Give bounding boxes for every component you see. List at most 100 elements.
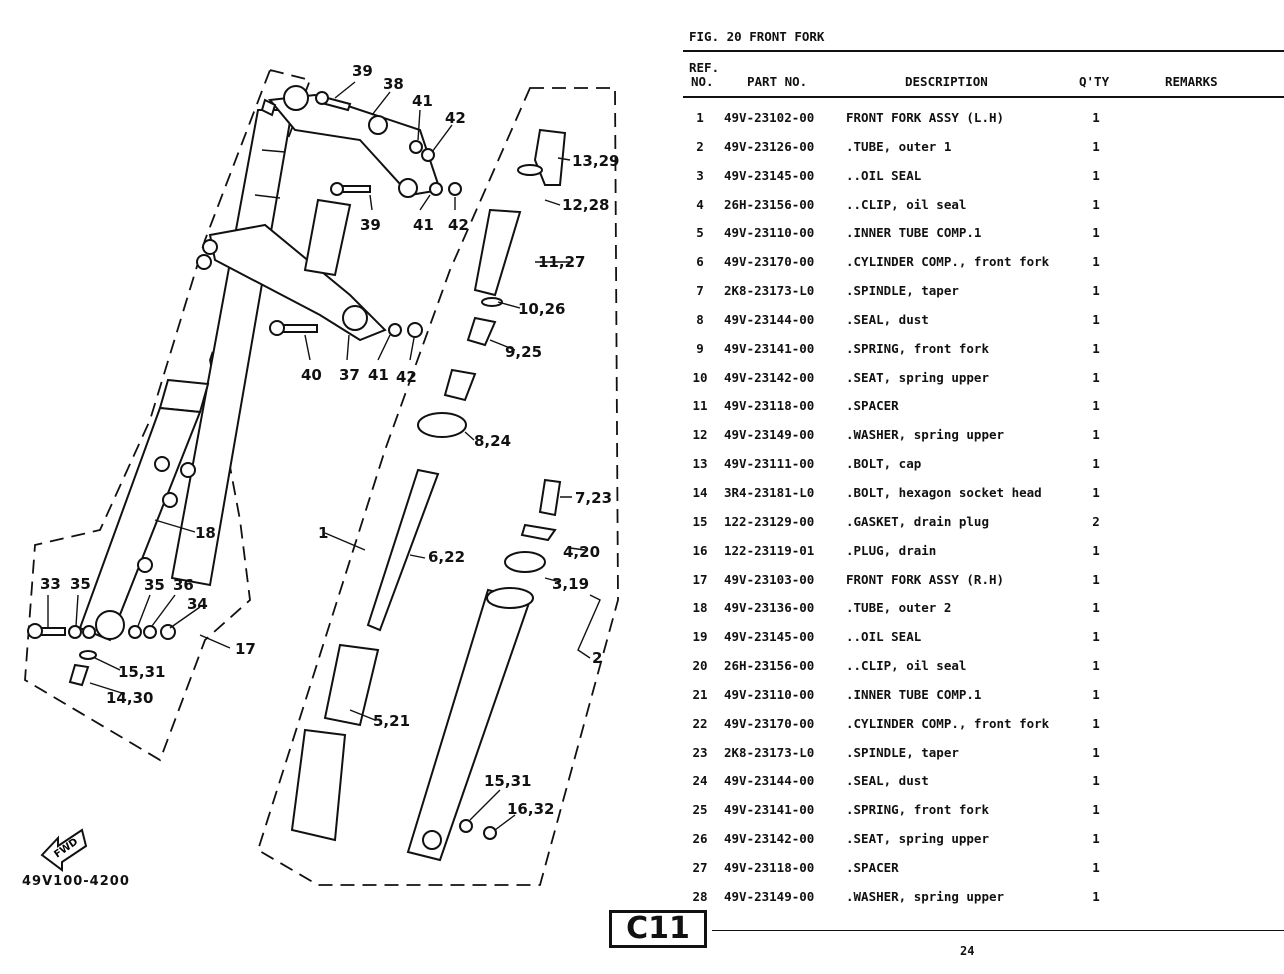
- header-top-rule: [683, 50, 1284, 52]
- callout-33: 33: [40, 575, 61, 593]
- callout-2: 2: [592, 649, 602, 667]
- part-quantity: 1: [1092, 369, 1100, 385]
- part-description: .WASHER, spring upper: [846, 888, 1005, 904]
- part-number: 49V-23142-00: [724, 831, 815, 847]
- part-quantity: 1: [1092, 167, 1100, 183]
- callout-15-31: 15,31: [484, 772, 531, 790]
- part-number: 49V-23144-00: [724, 773, 815, 789]
- part-quantity: 1: [1092, 456, 1100, 472]
- part-number: 122-23119-01: [724, 542, 815, 558]
- ref-number: 18: [692, 600, 708, 616]
- ref-number: 16: [692, 542, 708, 558]
- part-quantity: 1: [1092, 398, 1100, 414]
- part-quantity: 1: [1092, 427, 1100, 443]
- part-description: ..CLIP, oil seal: [846, 658, 967, 674]
- part-quantity: 1: [1092, 859, 1100, 875]
- ref-number: 17: [692, 571, 708, 587]
- part-number: 122-23129-00: [724, 513, 815, 529]
- part-quantity: 1: [1092, 686, 1100, 702]
- ref-number: 4: [696, 196, 704, 212]
- ref-number: 13: [692, 456, 708, 472]
- front-fork-exploded-diagram: 39 38 41 42 39 41 42 40 37 41 42 13,29 1…: [22, 62, 619, 889]
- ref-number: 20: [692, 658, 708, 674]
- part-quantity: 1: [1092, 138, 1100, 154]
- part-number: 49V-23111-00: [724, 456, 815, 472]
- rh-assembly-boundary: [256, 87, 619, 886]
- ref-number: 14: [692, 484, 708, 500]
- ref-number: 23: [692, 744, 708, 760]
- callout-12-28: 12,28: [562, 196, 609, 214]
- rh-outer-tube: [406, 587, 534, 862]
- part-number: 49V-23170-00: [724, 254, 815, 270]
- part-quantity: 1: [1092, 888, 1100, 904]
- callout-38: 38: [383, 75, 404, 93]
- callout-5-21: 5,21: [373, 712, 410, 730]
- callout-11-27: 11,27: [538, 253, 585, 271]
- leader-lines: [47, 81, 601, 831]
- part-description: .WASHER, spring upper: [846, 427, 1005, 443]
- part-quantity: 1: [1092, 744, 1100, 760]
- part-number: 49V-23144-00: [724, 311, 815, 327]
- part-quantity: 1: [1092, 484, 1100, 500]
- ref-number: 6: [696, 254, 704, 270]
- part-description: .SPINDLE, taper: [846, 744, 959, 760]
- fwd-arrow-icon: FWD: [40, 828, 88, 872]
- part-number: 49V-23149-00: [724, 427, 815, 443]
- diagram-code: 49V100-4200: [22, 874, 130, 889]
- part-number: 2K8-23173-L0: [724, 283, 815, 299]
- part-description: .SPRING, front fork: [846, 802, 989, 818]
- part-quantity: 1: [1092, 311, 1100, 327]
- ref-number: 7: [696, 283, 704, 299]
- part-description: ..OIL SEAL: [846, 629, 922, 645]
- header-ref-line1: REF.: [689, 60, 720, 75]
- callout-35: 35: [144, 576, 165, 594]
- part-quantity: 1: [1092, 571, 1100, 587]
- table-header: REF. NO. PART NO. DESCRIPTION Q'TY REMAR…: [689, 60, 1279, 100]
- ref-number: 3: [696, 167, 704, 183]
- ref-number: 11: [692, 398, 708, 414]
- part-number: 49V-23102-00: [724, 110, 815, 125]
- part-description: .BOLT, hexagon socket head: [846, 484, 1042, 500]
- callout-4-20: 4,20: [563, 543, 600, 561]
- part-quantity: 1: [1092, 773, 1100, 789]
- callout-42: 42: [448, 216, 469, 234]
- ref-number: 1: [696, 110, 704, 125]
- part-description: .PLUG, drain: [846, 542, 937, 558]
- part-description: .INNER TUBE COMP.1: [846, 225, 982, 241]
- header-qty: Q'TY: [1079, 74, 1110, 89]
- callout-34: 34: [187, 595, 208, 613]
- callout-41: 41: [412, 92, 433, 110]
- part-quantity: 1: [1092, 254, 1100, 270]
- callout-17: 17: [235, 640, 256, 658]
- part-number: 49V-23141-00: [724, 802, 815, 818]
- ref-number: 5: [696, 225, 704, 241]
- part-number: 49V-23118-00: [724, 859, 815, 875]
- part-quantity: 1: [1092, 715, 1100, 731]
- part-quantity: 1: [1092, 225, 1100, 241]
- callout-15-31: 15,31: [118, 663, 165, 681]
- part-number: 49V-23170-00: [724, 715, 815, 731]
- part-description: .TUBE, outer 2: [846, 600, 952, 616]
- part-quantity: 1: [1092, 110, 1100, 125]
- lh-axle-fasteners: [27, 623, 176, 687]
- upper-bracket: [260, 85, 442, 198]
- part-description: .SEAT, spring upper: [846, 831, 989, 847]
- ref-number: 21: [692, 686, 708, 702]
- callout-42: 42: [445, 109, 466, 127]
- part-number: 49V-23142-00: [724, 369, 815, 385]
